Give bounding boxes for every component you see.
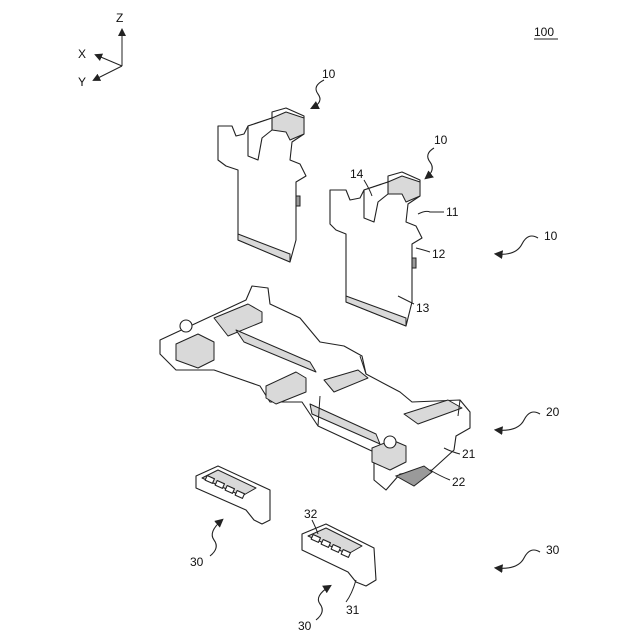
x-axis-arrow bbox=[96, 55, 122, 66]
label-22: 22 bbox=[452, 475, 466, 489]
housing-post-left bbox=[180, 320, 192, 332]
svg-text:100: 100 bbox=[534, 25, 554, 39]
terminal-right bbox=[330, 172, 422, 326]
label-12: 12 bbox=[432, 247, 446, 261]
leader-11 bbox=[418, 211, 444, 214]
figure-number: 100 bbox=[534, 25, 558, 39]
arrow-30-right bbox=[496, 550, 540, 568]
label-21: 21 bbox=[462, 447, 476, 461]
arrow-30-left bbox=[210, 520, 222, 556]
arrow-10-top bbox=[312, 80, 324, 108]
label-10-right: 10 bbox=[544, 229, 558, 243]
housing bbox=[160, 286, 470, 490]
label-14: 14 bbox=[350, 167, 364, 181]
label-30-left: 30 bbox=[190, 555, 204, 569]
label-11: 11 bbox=[446, 205, 459, 219]
x-axis-label: X bbox=[78, 47, 86, 61]
arrow-20 bbox=[496, 412, 540, 430]
label-30-right: 30 bbox=[546, 543, 560, 557]
z-axis-label: Z bbox=[116, 11, 123, 25]
housing-post-right bbox=[384, 436, 396, 448]
label-10-top: 10 bbox=[322, 67, 336, 81]
y-axis-arrow bbox=[94, 66, 122, 80]
y-axis-label: Y bbox=[78, 75, 86, 89]
arrow-10-right bbox=[496, 236, 538, 254]
label-30-bottom: 30 bbox=[298, 619, 312, 633]
arrow-10-mid bbox=[426, 148, 434, 178]
spacer-right bbox=[302, 524, 376, 586]
spacer-left bbox=[196, 466, 270, 524]
leader-22 bbox=[430, 470, 450, 480]
axis-triad: Z X Y bbox=[78, 11, 123, 89]
leader-31 bbox=[346, 580, 356, 602]
leader-12 bbox=[416, 248, 430, 252]
terminal-left bbox=[218, 108, 306, 262]
label-31: 31 bbox=[346, 603, 360, 617]
arrow-30-bottom bbox=[316, 586, 330, 620]
label-32: 32 bbox=[304, 507, 318, 521]
label-10-mid: 10 bbox=[434, 133, 448, 147]
label-20: 20 bbox=[546, 405, 560, 419]
label-13: 13 bbox=[416, 301, 430, 315]
